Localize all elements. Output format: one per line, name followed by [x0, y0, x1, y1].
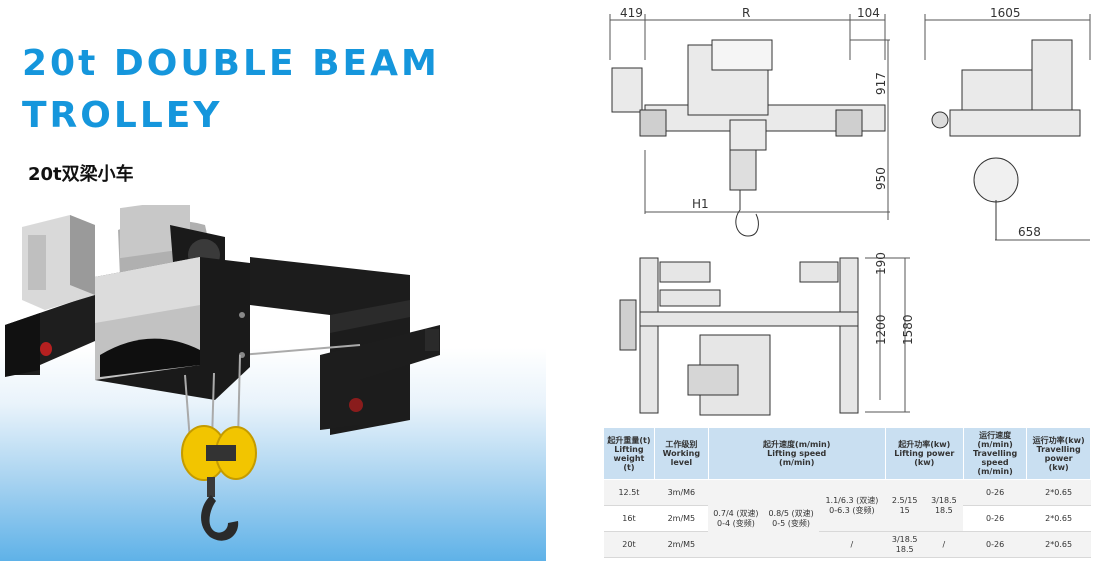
cell-speed-merged-1: 0.7/4 (双速) 0-4 (变频) — [708, 479, 764, 558]
dim-190: 190 — [874, 252, 888, 275]
cell-tpower: 2*0.65 — [1026, 531, 1091, 558]
dim-917: 917 — [874, 72, 888, 95]
header-travelling-power: 运行功率(kw)Travelling power(kw) — [1026, 427, 1091, 480]
cell-tpower: 2*0.65 — [1026, 505, 1091, 532]
cell-power-1: 3/18.5 18.5 — [885, 531, 925, 558]
trolley-illustration — [5, 205, 440, 541]
cell-level: 2m/M5 — [654, 531, 709, 558]
header-lifting-power: 起升功率(kw)Lifting power(kw) — [884, 427, 964, 480]
cell-travel: 0-26 — [963, 505, 1027, 532]
dim-419: 419 — [620, 6, 643, 20]
cell-speed-3: 1.1/6.3 (双速) 0-6.3 (变频) — [818, 479, 886, 532]
cell-travel: 0-26 — [963, 531, 1027, 558]
page-title: 20t DOUBLE BEAM TROLLEY — [22, 38, 442, 142]
cell-level: 3m/M6 — [654, 479, 709, 506]
dim-H1: H1 — [692, 197, 709, 211]
table-row: 12.5t 3m/M6 0.7/4 (双速) 0-4 (变频) 0.8/5 (双… — [603, 479, 1091, 558]
table-row: 16t 2m/M5 0-26 2*0.65 — [603, 505, 1091, 532]
product-panel: 20t DOUBLE BEAM TROLLEY 20t双梁小车 — [0, 0, 546, 561]
page-subtitle: 20t双梁小车 — [28, 164, 134, 185]
dim-1200: 1200 — [874, 314, 888, 345]
technical-drawings: 419 R 104 1605 917 950 H1 658 190 1200 1… — [609, 6, 1091, 416]
cell-travel: 0-26 — [963, 479, 1027, 506]
cell-power-1: 2.5/15 15 — [885, 479, 925, 532]
cell-weight: 12.5t — [603, 479, 655, 506]
cell-tpower: 2*0.65 — [1026, 479, 1091, 506]
cell-power-2: 3/18.5 18.5 — [924, 479, 964, 532]
cell-speed-merged-2: 0.8/5 (双速) 0-5 (变频) — [763, 479, 819, 558]
dim-950: 950 — [874, 167, 888, 190]
dim-1580: 1580 — [901, 314, 915, 345]
cell-weight: 20t — [603, 531, 655, 558]
cell-level: 2m/M5 — [654, 505, 709, 532]
dim-658: 658 — [1018, 225, 1041, 239]
dim-1605: 1605 — [990, 6, 1021, 20]
header-travelling-speed: 运行速度(m/min)Travelling speed(m/min) — [962, 427, 1028, 480]
cell-speed-3: / — [818, 531, 886, 558]
header-lifting-speed: 起升速度(m/min)Lifting speed(m/min) — [707, 427, 886, 480]
cell-power-2: / — [924, 531, 964, 558]
dim-R: R — [742, 6, 750, 20]
title-line-2: TROLLEY — [22, 95, 223, 136]
table-row: 20t 2m/M5 / 3/18.5 18.5 / 0-26 2*0.65 — [603, 531, 1091, 558]
cell-weight: 16t — [603, 505, 655, 532]
header-lifting-weight: 起升重量(t)Lifting weight(t) — [603, 427, 655, 480]
dim-104: 104 — [857, 6, 880, 20]
title-line-1: 20t DOUBLE BEAM — [22, 43, 440, 84]
